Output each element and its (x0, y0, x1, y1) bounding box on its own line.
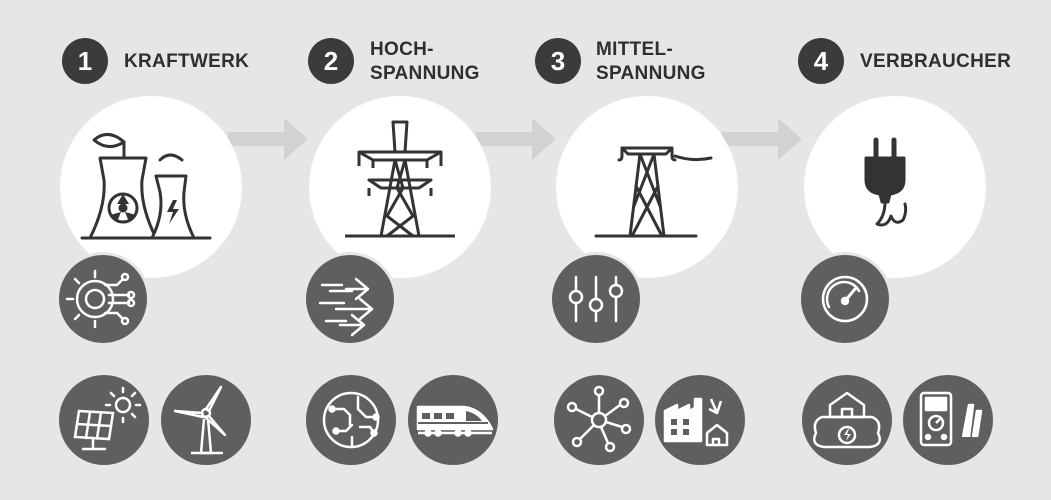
step-3-title: MITTEL- SPANNUNG (596, 39, 706, 84)
arrow-right-icon (228, 118, 308, 160)
step-1-number: 1 (62, 38, 108, 84)
multimeter-icon (919, 391, 983, 447)
step-4-title: VERBRAUCHER (860, 51, 1012, 72)
step-3-number: 3 (535, 38, 581, 84)
arrow-right-icon (722, 118, 802, 160)
power-plug-icon (864, 137, 908, 227)
power-plant-icon (80, 133, 212, 240)
step-2-bottom-circle-1 (303, 372, 399, 468)
equalizer-sliders-icon (568, 275, 624, 323)
step-4-bottom-circle-2 (900, 372, 996, 468)
step-1-bottom-circle-1 (56, 372, 152, 468)
high-voltage-pylon-icon (345, 120, 455, 238)
step-2-main-circle (309, 96, 491, 278)
solar-panel-icon (73, 386, 142, 451)
factory-house-icon (663, 397, 729, 447)
medium-voltage-pole-icon (594, 146, 713, 238)
step-4-number: 4 (798, 38, 844, 84)
high-speed-train-icon (416, 405, 494, 437)
step-4-sub-circle (798, 252, 892, 346)
step-1-sub-circle (56, 252, 150, 346)
step-2-title: HOCH- SPANNUNG (370, 39, 480, 84)
wind-turbine-icon (173, 385, 227, 455)
arrow-right-icon (476, 118, 556, 160)
step-1-main-circle (60, 96, 242, 278)
step-3-bottom-circle-2 (652, 372, 748, 468)
step-3-bottom-circle-1 (551, 372, 647, 468)
step-4-bottom-circle-1 (799, 372, 895, 468)
energy-flow-arrows-icon (318, 277, 374, 337)
step-1-bottom-circle-2 (158, 372, 254, 468)
speedometer-gauge-icon (821, 275, 869, 323)
step-1-title: KRAFTWERK (124, 51, 250, 72)
house-electricity-icon (813, 391, 881, 449)
step-3-main-circle (556, 96, 738, 278)
step-2-sub-circle (303, 252, 397, 346)
step-2-number: 2 (308, 38, 354, 84)
circuit-globe-icon (322, 391, 380, 449)
step-3-sub-circle (549, 252, 643, 346)
gear-circuit-icon (65, 269, 136, 329)
step-4-main-circle (804, 96, 986, 278)
network-nodes-icon (566, 385, 632, 453)
step-2-bottom-circle-2 (405, 372, 501, 468)
